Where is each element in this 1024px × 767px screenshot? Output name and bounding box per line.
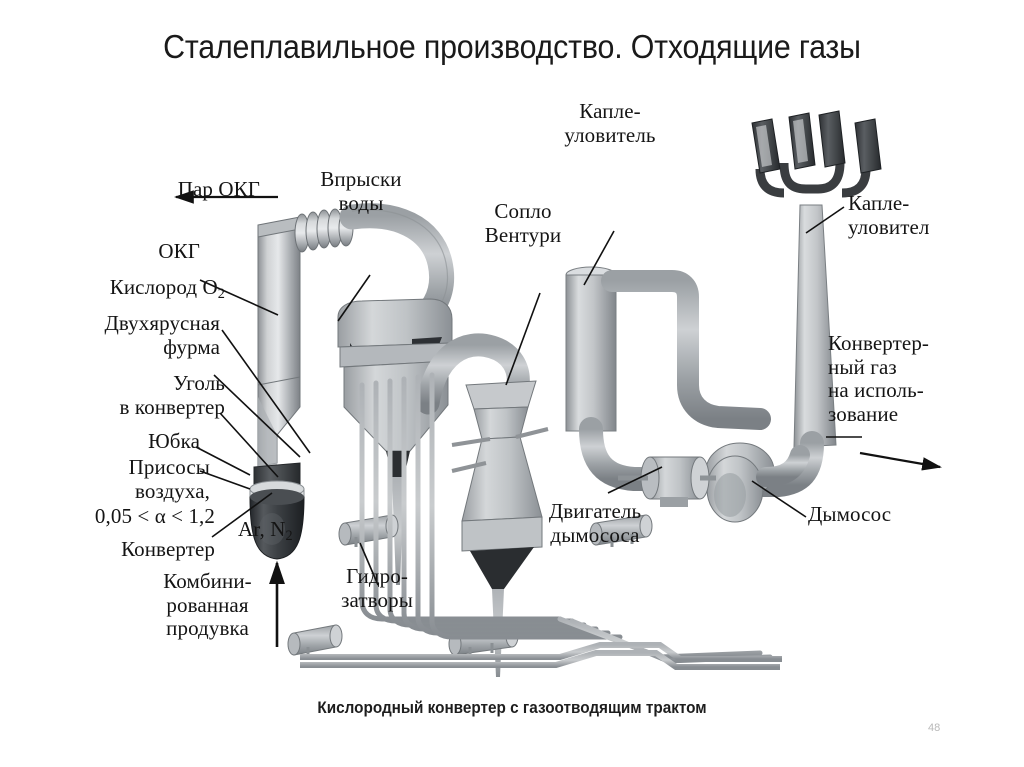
top-crossover-duct: [601, 270, 771, 430]
page-number: 48: [928, 722, 941, 734]
gas-outlet-arrow: [859, 451, 942, 471]
label-steam-okg: Пар ОКГ: [177, 177, 260, 201]
converter-vessel: [249, 480, 305, 560]
label-n2-subscript: 2: [285, 527, 293, 544]
page-title: Сталеплавильное производство. Отходящие …: [163, 28, 861, 65]
right-droplet-catcher-stack: [751, 110, 882, 448]
label-ar-n2: Ar, N2: [238, 517, 293, 544]
label-droplet-catcher-top: Капле- уловитель: [564, 99, 656, 147]
label-hydro-seals: Гидро- затворы: [341, 564, 413, 612]
label-venturi-nozzle: Сопло Вентури: [484, 199, 562, 247]
label-coal-to-converter: Уголь в конвертер: [119, 371, 225, 419]
label-okg: ОКГ: [158, 239, 200, 263]
label-ar-text: Ar,: [238, 517, 265, 541]
drain-pipe-network: [313, 372, 773, 678]
diagram-svg: [174, 110, 942, 678]
label-air-leaks: Присосы воздуха,: [128, 455, 210, 503]
exhauster-motor: [618, 456, 716, 507]
label-oxygen: Кислород О2: [40, 275, 225, 302]
okg-cooler-duct: [257, 216, 301, 468]
label-oxygen-text: Кислород О: [109, 275, 218, 299]
droplet-catcher-tower: [565, 266, 706, 491]
label-n2-text: N: [270, 517, 286, 541]
process-diagram-figure: [0, 85, 1024, 685]
label-combined-blowing: Комбини- рованная продувка: [163, 569, 252, 641]
smoke-exhauster: [705, 442, 810, 523]
label-two-tier-lance: Двухярусная фурма: [104, 311, 220, 359]
label-oxygen-subscript: 2: [217, 285, 225, 302]
label-converter-gas-use: Конвертер- ный газ на исполь- зование: [828, 331, 930, 426]
label-fan-motor: Двигатель дымососа: [548, 499, 642, 547]
bottom-rails: [300, 642, 782, 670]
label-skirt: Юбка: [148, 429, 200, 453]
label-alpha-range: 0,05 < α < 1,2: [94, 504, 215, 528]
flow-arrows: [174, 190, 942, 471]
label-converter: Конвертер: [121, 537, 215, 561]
leader-lines: [195, 206, 862, 586]
label-water-injection: Впрыски воды: [320, 167, 402, 215]
figure-caption: Кислородный конвертер с газоотводящим тр…: [317, 698, 707, 717]
label-smoke-exhauster: Дымосос: [808, 502, 892, 526]
label-droplet-catcher-right: Капле- уловител: [848, 191, 930, 239]
